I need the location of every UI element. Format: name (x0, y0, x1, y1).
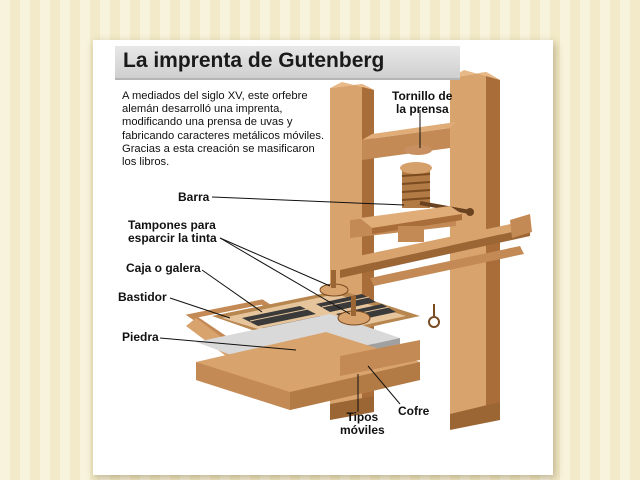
page-title: La imprenta de Gutenberg (123, 49, 385, 72)
press-side-handle (428, 304, 440, 328)
intro-paragraph: A mediados del siglo XV, este orfebre al… (122, 90, 325, 169)
leader-lines (159, 110, 421, 412)
ink-balls (319, 270, 371, 326)
label-tornillo-line1: Tornillo de (392, 89, 453, 103)
label-tampones-line1: Tampones para (128, 218, 216, 232)
label-tipos-line1: Tipos (346, 410, 379, 424)
leader-tampones-1 (219, 237, 331, 287)
label-barra: Barra (178, 190, 210, 204)
press-carriage (330, 214, 532, 286)
press-platen (360, 206, 462, 242)
label-tampones-line2: esparcir la tinta (128, 231, 217, 245)
label-tipos: Tipos móviles (340, 411, 385, 437)
label-cofre: Cofre (398, 404, 430, 418)
label-caja: Caja o galera (126, 261, 201, 275)
label-tornillo-line2: la prensa (396, 102, 449, 116)
leader-caja (201, 269, 263, 313)
label-bastidor: Bastidor (118, 290, 167, 304)
press-coffer (196, 332, 420, 410)
leader-tampones-2 (219, 237, 351, 315)
press-screw (400, 145, 432, 208)
title-bar: La imprenta de Gutenberg (115, 46, 460, 80)
label-tornillo: Tornillo de la prensa (392, 90, 452, 116)
leader-cofre (367, 365, 401, 405)
label-tipos-line2: móviles (340, 423, 385, 437)
label-tampones: Tampones para esparcir la tinta (128, 219, 217, 245)
leader-piedra (159, 337, 297, 351)
label-piedra: Piedra (122, 330, 159, 344)
leader-barra (211, 196, 405, 206)
leader-bastidor (169, 297, 231, 319)
